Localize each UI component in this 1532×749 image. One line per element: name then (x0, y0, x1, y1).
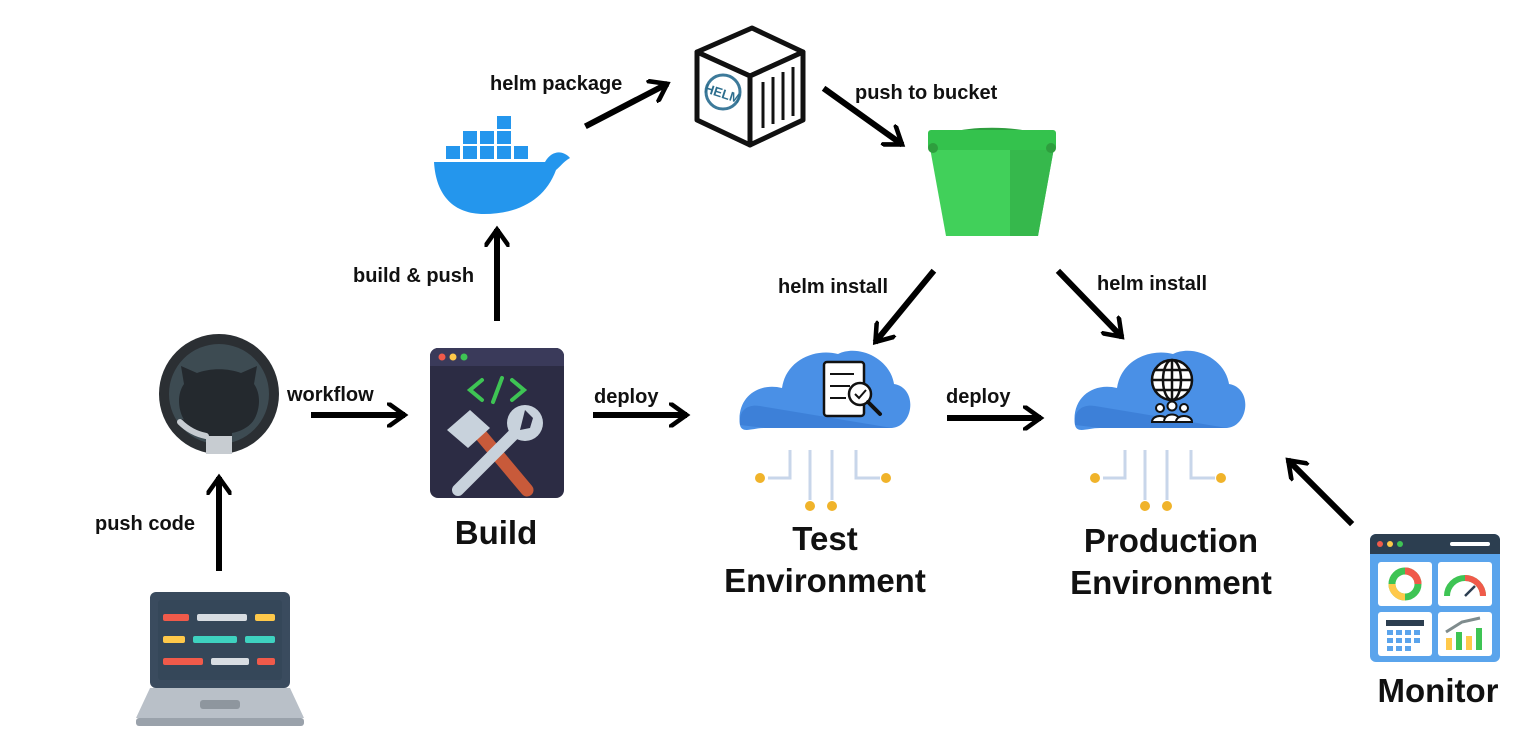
github-icon (159, 334, 279, 454)
arrow-helm-install-prod (1055, 268, 1120, 335)
node-label-prod-line2: Environment (1070, 564, 1272, 601)
node-label-test-line2: Environment (724, 562, 926, 599)
laptop-code-icon (136, 592, 304, 726)
label-helm-install-prod: helm install (1097, 273, 1208, 295)
label-workflow: workflow (287, 384, 374, 406)
build-tools-icon (430, 348, 564, 498)
arrow-push-to-bucket (821, 85, 900, 148)
arrow-monitor (1290, 462, 1355, 527)
node-label-prod-line1: Production (1083, 522, 1259, 559)
node-label-build: Build (454, 514, 538, 551)
label-deploy-test: deploy (594, 386, 659, 408)
docker-whale-icon (434, 116, 570, 214)
label-helm-package: helm package (490, 73, 623, 95)
production-cloud-icon (1074, 350, 1246, 511)
helm-package-icon (694, 25, 806, 148)
label-helm-install-test: helm install (778, 276, 889, 298)
arrows (219, 85, 1355, 571)
arrow-helm-package (583, 85, 665, 130)
label-push-to-bucket: push to bucket (855, 82, 998, 104)
label-push-code: push code (95, 513, 196, 535)
label-deploy-prod: deploy (946, 386, 1011, 408)
node-label-monitor: Monitor (1377, 672, 1499, 709)
storage-bucket-icon (928, 127, 1056, 236)
node-label-test-line1: Test (792, 520, 858, 557)
test-cloud-icon (739, 350, 911, 511)
label-build-push: build & push (353, 265, 475, 287)
arrow-helm-install-test (872, 268, 937, 340)
monitor-dashboard-icon (1370, 534, 1500, 662)
